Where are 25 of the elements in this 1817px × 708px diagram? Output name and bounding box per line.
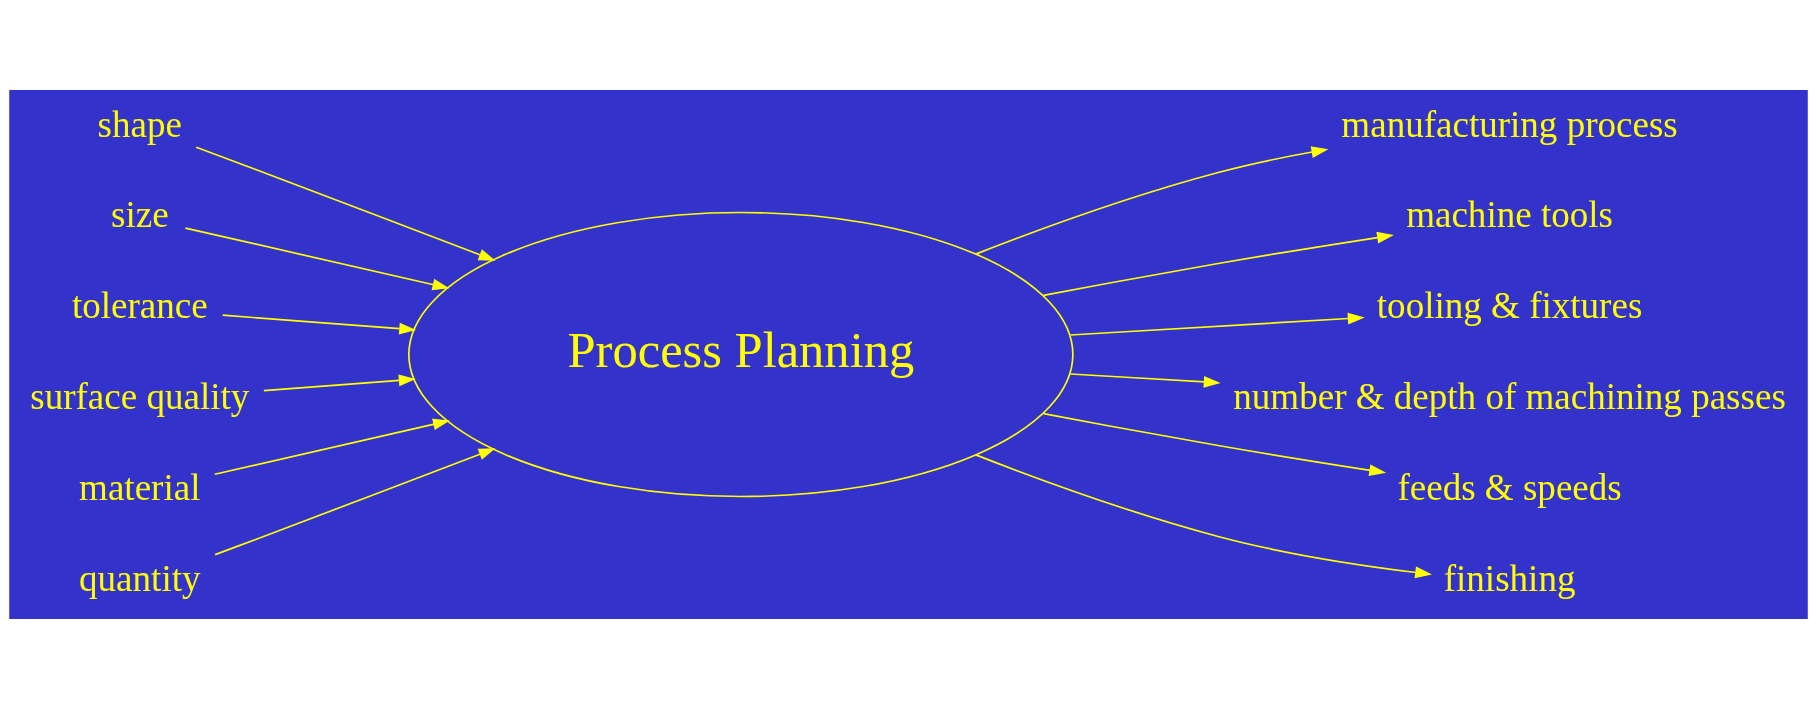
arrow	[221, 313, 417, 335]
arrow	[1042, 412, 1387, 476]
node-text: finishing	[1443, 557, 1576, 599]
arrow	[974, 453, 1432, 578]
arrow	[214, 447, 496, 555]
arrow	[263, 374, 416, 391]
node-text: number & depth of machining passes	[1233, 375, 1786, 417]
arrow	[1069, 372, 1221, 388]
arrow	[1069, 312, 1365, 336]
arrow	[213, 418, 450, 475]
arrow	[1042, 231, 1394, 296]
arrow	[974, 145, 1329, 255]
node-text: surface quality	[30, 375, 250, 417]
node-text: size	[110, 193, 169, 235]
node-text: material	[79, 466, 201, 508]
node-text: tolerance	[71, 284, 208, 326]
arrow	[195, 146, 496, 261]
node-text: quantity	[79, 557, 201, 599]
node-text: machine tools	[1406, 193, 1613, 235]
node-ellipse: Process Planning	[408, 211, 1074, 497]
node-text: shape	[97, 103, 182, 144]
node-text: manufacturing process	[1341, 103, 1678, 144]
node-text: feeds & speeds	[1397, 466, 1622, 508]
node-text: tooling & fixtures	[1376, 284, 1643, 326]
arrow	[184, 226, 450, 290]
